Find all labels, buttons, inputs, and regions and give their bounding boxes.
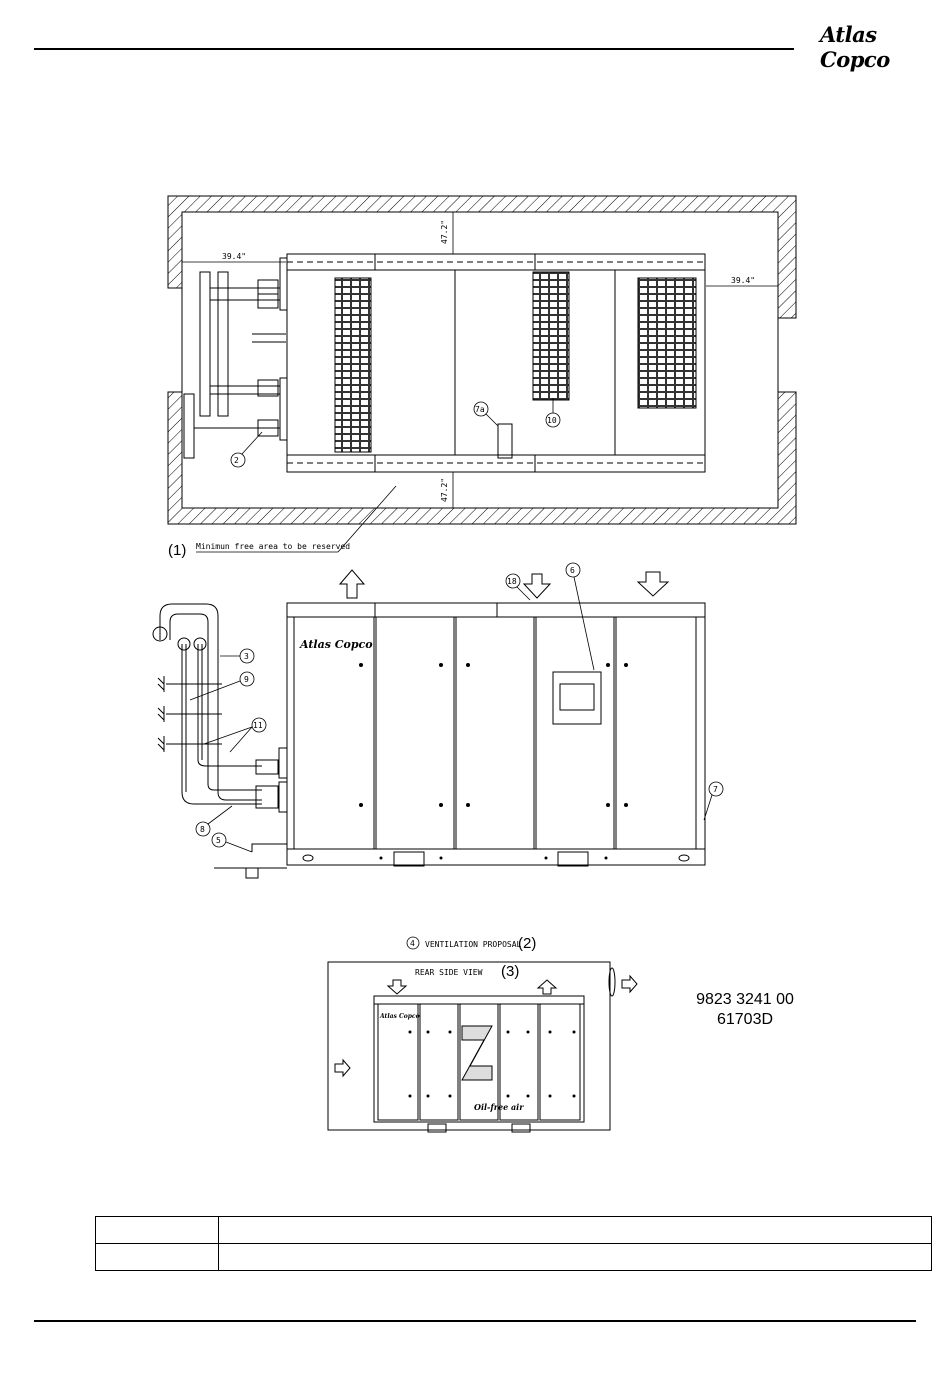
callout-7: 7 — [713, 785, 718, 794]
room-walls — [168, 196, 796, 524]
ventilation-marker: (2) — [518, 935, 536, 952]
rear-side-view-label: REAR SIDE VIEW — [415, 968, 483, 977]
panel-logo: Atlas Copco — [299, 638, 373, 651]
callout-18: 18 — [507, 577, 517, 586]
document-number-block: 9823 3241 00 61703D — [640, 990, 850, 1030]
ground-symbols — [158, 676, 164, 752]
callout-2: 2 — [234, 456, 239, 465]
note-marker-1: (1) — [168, 542, 186, 559]
table-row — [96, 1244, 932, 1271]
dim-bottom-label: 47.2" — [440, 478, 449, 502]
ventilation-label: VENTILATION PROPOSAL — [425, 940, 522, 949]
footer-rule — [34, 1320, 916, 1322]
free-area-note: Minimun free area to be reserved — [196, 542, 350, 551]
footer-table — [95, 1216, 932, 1271]
dim-top-label: 47.2" — [440, 220, 449, 244]
callout-11: 11 — [253, 721, 263, 730]
oil-free-logo: Oil-free air — [474, 1102, 524, 1112]
table-row — [96, 1217, 932, 1244]
callout-9: 9 — [244, 675, 249, 684]
document-revision: 61703D — [640, 1010, 850, 1030]
table-cell — [219, 1244, 932, 1271]
document-number: 9823 3241 00 — [640, 990, 850, 1010]
dim-right-label: 39.4" — [731, 276, 755, 285]
callout-3: 3 — [244, 652, 249, 661]
table-cell — [96, 1217, 219, 1244]
airflow-arrows — [340, 570, 668, 598]
callout-6: 6 — [570, 566, 575, 575]
rear-panel-logo: Atlas Copco — [379, 1013, 420, 1020]
table-cell — [219, 1217, 932, 1244]
dim-left-label: 39.4" — [222, 252, 246, 261]
rear-view-fasteners — [409, 1031, 576, 1098]
callout-8: 8 — [200, 825, 205, 834]
callout-4: 4 — [410, 939, 415, 948]
table-cell — [96, 1244, 219, 1271]
panel-fasteners — [359, 663, 628, 860]
callout-7a: 7a — [475, 405, 485, 414]
rear-side-view-marker: (3) — [501, 963, 519, 980]
callout-10: 10 — [547, 416, 557, 425]
callout-5: 5 — [216, 836, 221, 845]
